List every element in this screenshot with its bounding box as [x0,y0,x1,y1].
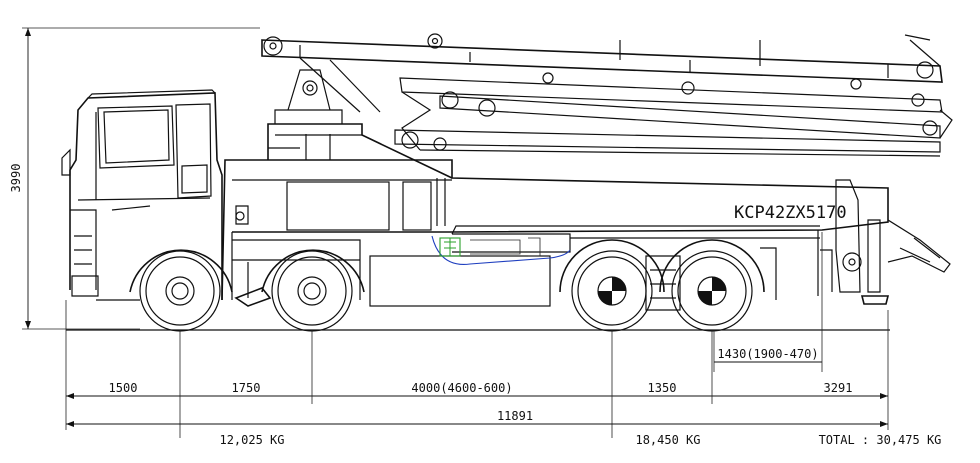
rear-overhang-label: 3291 [824,381,853,395]
overhang-label: 1430(1900-470) [717,347,818,361]
wheel-front-1 [129,249,233,332]
axle-3-4-label: 1350 [648,381,677,395]
wheel-rear-2 [659,239,765,332]
front-weight-label: 12,025 KG [219,433,284,447]
total-weight-label: TOTAL : 30,475 KG [819,433,942,447]
front-outrigger [234,262,272,307]
wheel-front-2 [261,249,365,332]
dimension-chain: 1500 1750 4000(4600-600) 1350 3291 11891 [65,300,889,438]
axle-1-2-label: 1750 [232,381,261,395]
height-dimension: 3990 [9,27,260,330]
hydraulic-valve-block [431,235,571,265]
model-label: KCP42ZX5170 [734,203,847,223]
rear-suspension [645,255,681,311]
rear-hopper-outrigger [835,179,951,305]
overhang-dimension: 1430(1900-470) [713,232,823,372]
rear-weight-label: 18,450 KG [635,433,700,447]
wheel-rear-1 [559,239,665,332]
truck-cab [61,89,223,301]
front-overhang-label: 1500 [109,381,138,395]
axle-weights: 12,025 KG 18,450 KG TOTAL : 30,475 KG [219,433,941,447]
total-length-label: 11891 [497,409,533,423]
axle-2-3-label: 4000(4600-600) [411,381,512,395]
folded-boom [261,33,953,157]
boom-turret [267,69,453,179]
truck-chassis [221,159,889,307]
height-label: 3990 [9,164,23,193]
